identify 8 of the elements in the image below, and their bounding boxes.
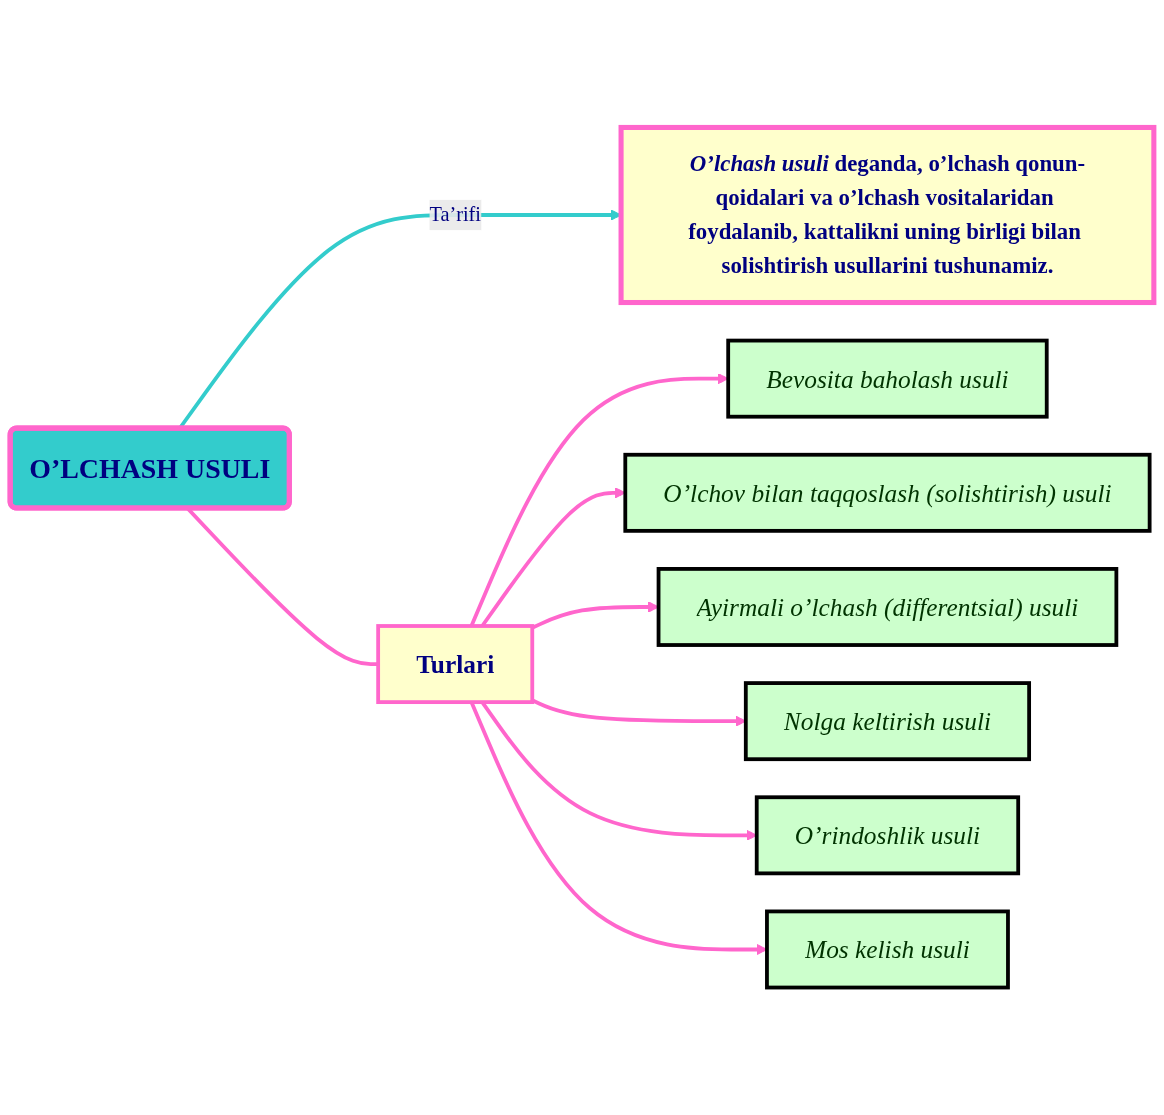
node-box: O’rindoshlik usuli bbox=[754, 795, 1021, 876]
node-box: Bevosita baholash usuli bbox=[726, 338, 1049, 419]
node-box: O’lchash usuli deganda, o’lchash qonun-qoidalari va o’lchash vositalaridan foydalanib, kattalikni uning birligi bilan solishtirish usullarini tushunamiz. bbox=[618, 124, 1157, 306]
edge-label: Ta’rifi bbox=[429, 203, 481, 226]
node-box: O’lchov bilan taqqoslash (solishtirish) usuli bbox=[623, 452, 1152, 533]
node-box: Nolga keltirish usuli bbox=[743, 681, 1032, 762]
node-box: Mos kelish usuli bbox=[765, 909, 1010, 990]
node-box: Turlari bbox=[376, 624, 535, 704]
